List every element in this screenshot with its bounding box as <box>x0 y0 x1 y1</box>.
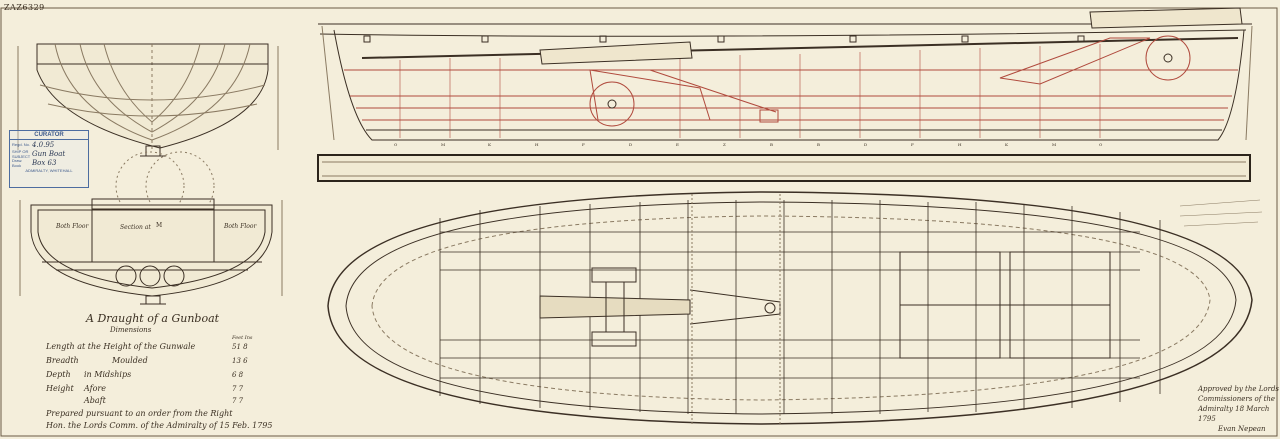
station-label: K <box>1005 142 1008 147</box>
keel-scale-bar <box>317 154 1251 182</box>
station-label: O <box>394 142 398 147</box>
body-plan <box>17 43 279 221</box>
midsection-left-label: Both Floor <box>56 223 89 230</box>
aft-gun-profile <box>999 7 1243 85</box>
dimension-value: 51 8 <box>232 343 248 351</box>
order-note-line: Prepared pursuant to an order from the R… <box>46 409 233 418</box>
approval-line: Evan Nepean <box>1218 425 1266 433</box>
midsection-right-label: Both Floor <box>224 223 257 230</box>
stamp-row: Regd. No. 4.0.95 <box>10 140 88 149</box>
stamp-footer: ADMIRALTY, WHITEHALL <box>25 168 73 173</box>
station-label: B <box>817 142 820 147</box>
station-label: F <box>582 142 585 147</box>
dimension-label: Depth <box>46 370 71 379</box>
dimensions-heading: Dimensions <box>110 326 152 334</box>
stamp-row-label: SHIP OR SUBJECT <box>12 148 31 159</box>
station-label: D <box>864 142 868 147</box>
approval-line: Admiralty 18 March <box>1198 405 1270 413</box>
reference-number: ZAZ6329 <box>4 3 45 12</box>
deck-gun <box>539 267 781 347</box>
dimension-sub: Abaft <box>84 396 106 405</box>
station-label: E <box>676 142 679 147</box>
station-label: K <box>488 142 491 147</box>
approval-line: 1795 <box>1198 415 1216 423</box>
pencil-note <box>1179 199 1263 227</box>
station-label: M <box>1052 142 1057 147</box>
stamp-row-value: 4.0.95 <box>32 140 55 149</box>
station-label: F <box>911 142 914 147</box>
dimension-sub: Moulded <box>112 356 148 365</box>
deck-plan <box>327 191 1253 425</box>
station-label: H <box>958 142 962 147</box>
stamp-row-label: Regd. No. <box>12 142 31 147</box>
dimension-value: 13 6 <box>232 357 248 365</box>
dimension-label: Height <box>46 384 74 393</box>
curator-stamp: CURATOR Regd. No. 4.0.95 SHIP OR SUBJECT… <box>9 130 89 188</box>
dimension-sub: in Midships <box>84 370 132 379</box>
dimension-value: 7 7 <box>232 397 244 405</box>
midsection-center-label: Section at <box>120 224 151 231</box>
stamp-header: CURATOR <box>10 131 88 140</box>
profile-plan <box>318 7 1253 141</box>
stamp-row: SHIP OR SUBJECT Gun Boat <box>10 148 88 159</box>
station-label: B <box>770 142 773 147</box>
forward-gun-profile <box>539 41 779 127</box>
dimension-sub: Afore <box>84 384 106 393</box>
approval-line: Approved by the Lords <box>1198 385 1280 393</box>
stamp-row: Draw. Book Box 63 <box>10 157 88 168</box>
dimension-value: 7 7 <box>232 385 244 393</box>
sheet-border <box>0 7 1278 437</box>
station-label: D <box>629 142 633 147</box>
stamp-row-value: Gun Boat <box>32 149 66 158</box>
stamp-row-label: Draw. Book <box>12 157 23 168</box>
dimension-label: Breadth <box>46 356 79 365</box>
stamp-row-value: Box 63 <box>32 158 57 167</box>
dimensions-units: Feet Ins <box>232 335 253 341</box>
midsection-center-mark: M <box>156 222 163 229</box>
order-note-line: Hon. the Lords Comm. of the Admiralty of… <box>46 421 273 430</box>
station-label: Z <box>723 142 726 147</box>
midship-section <box>19 198 283 305</box>
drawing-title: A Draught of a Gunboat <box>86 312 220 325</box>
station-label: H <box>535 142 539 147</box>
dimension-label: Length at the Height of the Gunwale <box>46 342 196 351</box>
station-label: M <box>441 142 446 147</box>
dimension-value: 6 8 <box>232 371 244 379</box>
station-label: O <box>1099 142 1103 147</box>
approval-line: Commissioners of the <box>1198 395 1276 403</box>
